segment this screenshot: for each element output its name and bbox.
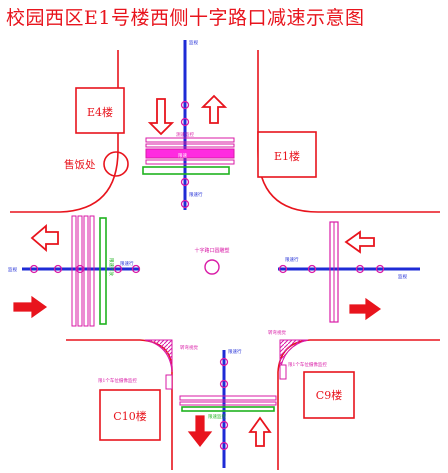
label-south-left-curve: 转弯视觉 [180, 344, 198, 351]
arrow-icon-west-right [13, 295, 48, 319]
label-north-mid: 测速监控 [176, 131, 194, 138]
label-west-vertical: 限速行驶 [108, 258, 115, 276]
sign-post-right [279, 364, 287, 380]
label-west-end: 监视 [8, 266, 17, 273]
center-sculpture-label: 十字路口圆雕塑 [194, 247, 229, 254]
building-e1-label: E1楼 [274, 149, 300, 163]
east-speed-bumps [329, 221, 339, 323]
arrow-icon-east-right [349, 297, 382, 321]
tiny-labels: 监视 测速监控 限速 限速行 监视 限速行 限速行驶 限速行 监视 限速行 转弯… [8, 39, 407, 420]
building-e1: E1楼 [257, 131, 317, 178]
circle-marker-icon [219, 441, 229, 451]
building-c10-label: C10楼 [113, 409, 146, 423]
circle-marker-icon [53, 264, 63, 274]
label-north-top: 监视 [189, 39, 198, 46]
label-south-left-sign: 限1个车位摄像监控 [98, 377, 137, 384]
building-c9: C9楼 [303, 371, 355, 419]
center-sculpture-icon [204, 259, 220, 275]
building-e4: E4楼 [75, 87, 125, 134]
circle-marker-icon [219, 357, 229, 367]
label-south-near: 限速行 [228, 348, 242, 355]
arrow-icon-north-down [147, 98, 175, 136]
circle-marker-icon [219, 420, 229, 430]
circle-marker-icon [180, 177, 190, 187]
circle-marker-icon [131, 264, 141, 274]
west-speed-bumps [71, 215, 107, 327]
label-south-right-curve: 转弯视觉 [268, 329, 286, 336]
circle-marker-icon [355, 264, 365, 274]
arrow-icon-south-up [248, 416, 272, 447]
label-north-bottom: 限速行 [189, 191, 203, 198]
circle-marker-icon [180, 117, 190, 127]
circle-marker-icon [307, 264, 317, 274]
circle-marker-icon [29, 264, 39, 274]
hatch-area-left [144, 339, 173, 373]
circle-marker-icon [180, 199, 190, 209]
diagram-title: 校园西区E1号楼西侧十字路口减速示意图 [6, 7, 365, 29]
circle-marker-icon [113, 264, 123, 274]
label-east-near: 限速行 [285, 256, 299, 263]
road-edge-ne [257, 50, 440, 213]
road-edge-nw [10, 50, 119, 213]
arrow-icon-north-up [200, 94, 228, 124]
arrow-icon-south-down [187, 415, 213, 447]
label-south-right-sign: 限1个车位摄像监控 [288, 361, 327, 368]
label-south-green: 限速监控 [208, 413, 226, 420]
building-c9-label: C9楼 [316, 388, 342, 402]
circle-marker-icon [375, 264, 385, 274]
south-speed-bumps [179, 395, 277, 412]
road-edge-se [277, 339, 440, 470]
monitor-markers [29, 100, 385, 451]
arrow-icon-east-left [344, 230, 375, 254]
canteen-label: 售饭处 [64, 158, 96, 171]
building-e4-label: E4楼 [87, 105, 113, 119]
label-west-near: 限速行 [120, 260, 134, 267]
arrow-icon-west-left [30, 224, 59, 252]
label-east-end: 监视 [398, 273, 407, 280]
circle-marker-icon [75, 264, 85, 274]
circle-marker-icon [278, 264, 288, 274]
circle-marker-icon [180, 100, 190, 110]
canteen-circle-icon [103, 151, 129, 177]
north-speed-bumps [142, 137, 235, 175]
sign-post-left [165, 374, 173, 390]
label-north-low: 限速 [178, 152, 187, 159]
circle-marker-icon [219, 379, 229, 389]
building-c10: C10楼 [99, 389, 161, 441]
